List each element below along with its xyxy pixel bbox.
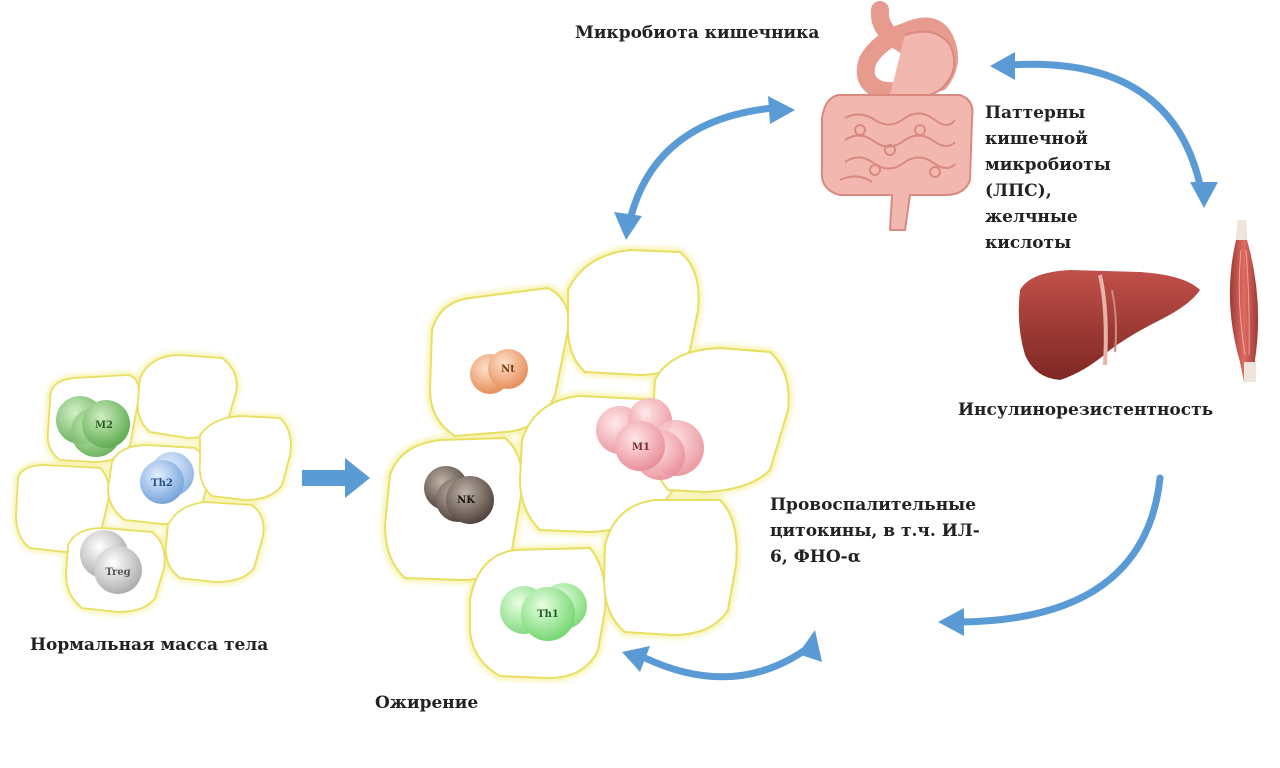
cell-m1: M1 [596,398,704,480]
label-gut-microbiota: Микробиота кишечника [575,23,820,43]
arrowhead-liver-down [1190,182,1218,208]
intestine-icon [820,1,974,231]
transition-arrow [302,458,370,498]
cell-nt: Nt [470,349,528,394]
arrowhead-gut-left [990,52,1015,80]
liver-icon [1018,270,1200,380]
arrow-insulin-cytokines [956,474,1164,626]
arrow-cytokines-adipose [641,644,812,681]
label-cytokines: Провоспалительные цитокины, в т.ч. ИЛ- 6… [770,495,980,567]
arrowhead-cytokines-left [938,608,964,636]
cell-treg: Treg [80,530,142,594]
cell-label-m2: M2 [95,420,113,431]
cell-label-nk: NK [457,495,475,506]
cell-label-th2: Th2 [151,478,173,489]
cell-label-th1: Th1 [537,609,559,620]
muscle-icon [1229,220,1259,382]
arrowhead-gut-right [768,96,795,124]
cell-m2: M2 [56,396,130,457]
cell-th1: Th1 [500,583,587,641]
arrow-gut-adipose [626,104,777,224]
cell-nk: NK [424,466,494,524]
arrowhead-adipose-left [622,646,650,672]
normal-adipose-tissue: M2 Th2 Treg [12,351,295,616]
label-microbiota-patterns: Паттерны кишечной микробиоты (ЛПС), желч… [985,103,1111,253]
cell-label-treg: Treg [105,567,130,578]
cell-th2: Th2 [140,452,194,504]
arrowhead-cytokines-up [798,630,822,662]
cell-label-m1: M1 [632,442,650,453]
label-insulin-resistance: Инсулинорезистентность [958,400,1214,420]
cell-label-nt: Nt [501,364,515,375]
arrowhead-adipose-down [614,212,642,240]
arrow-gut-liver [1006,60,1204,189]
label-normal-weight: Нормальная масса тела [30,635,269,655]
obese-adipose-tissue: Nt M1 NK Th1 [380,245,793,683]
label-obesity: Ожирение [375,693,479,713]
